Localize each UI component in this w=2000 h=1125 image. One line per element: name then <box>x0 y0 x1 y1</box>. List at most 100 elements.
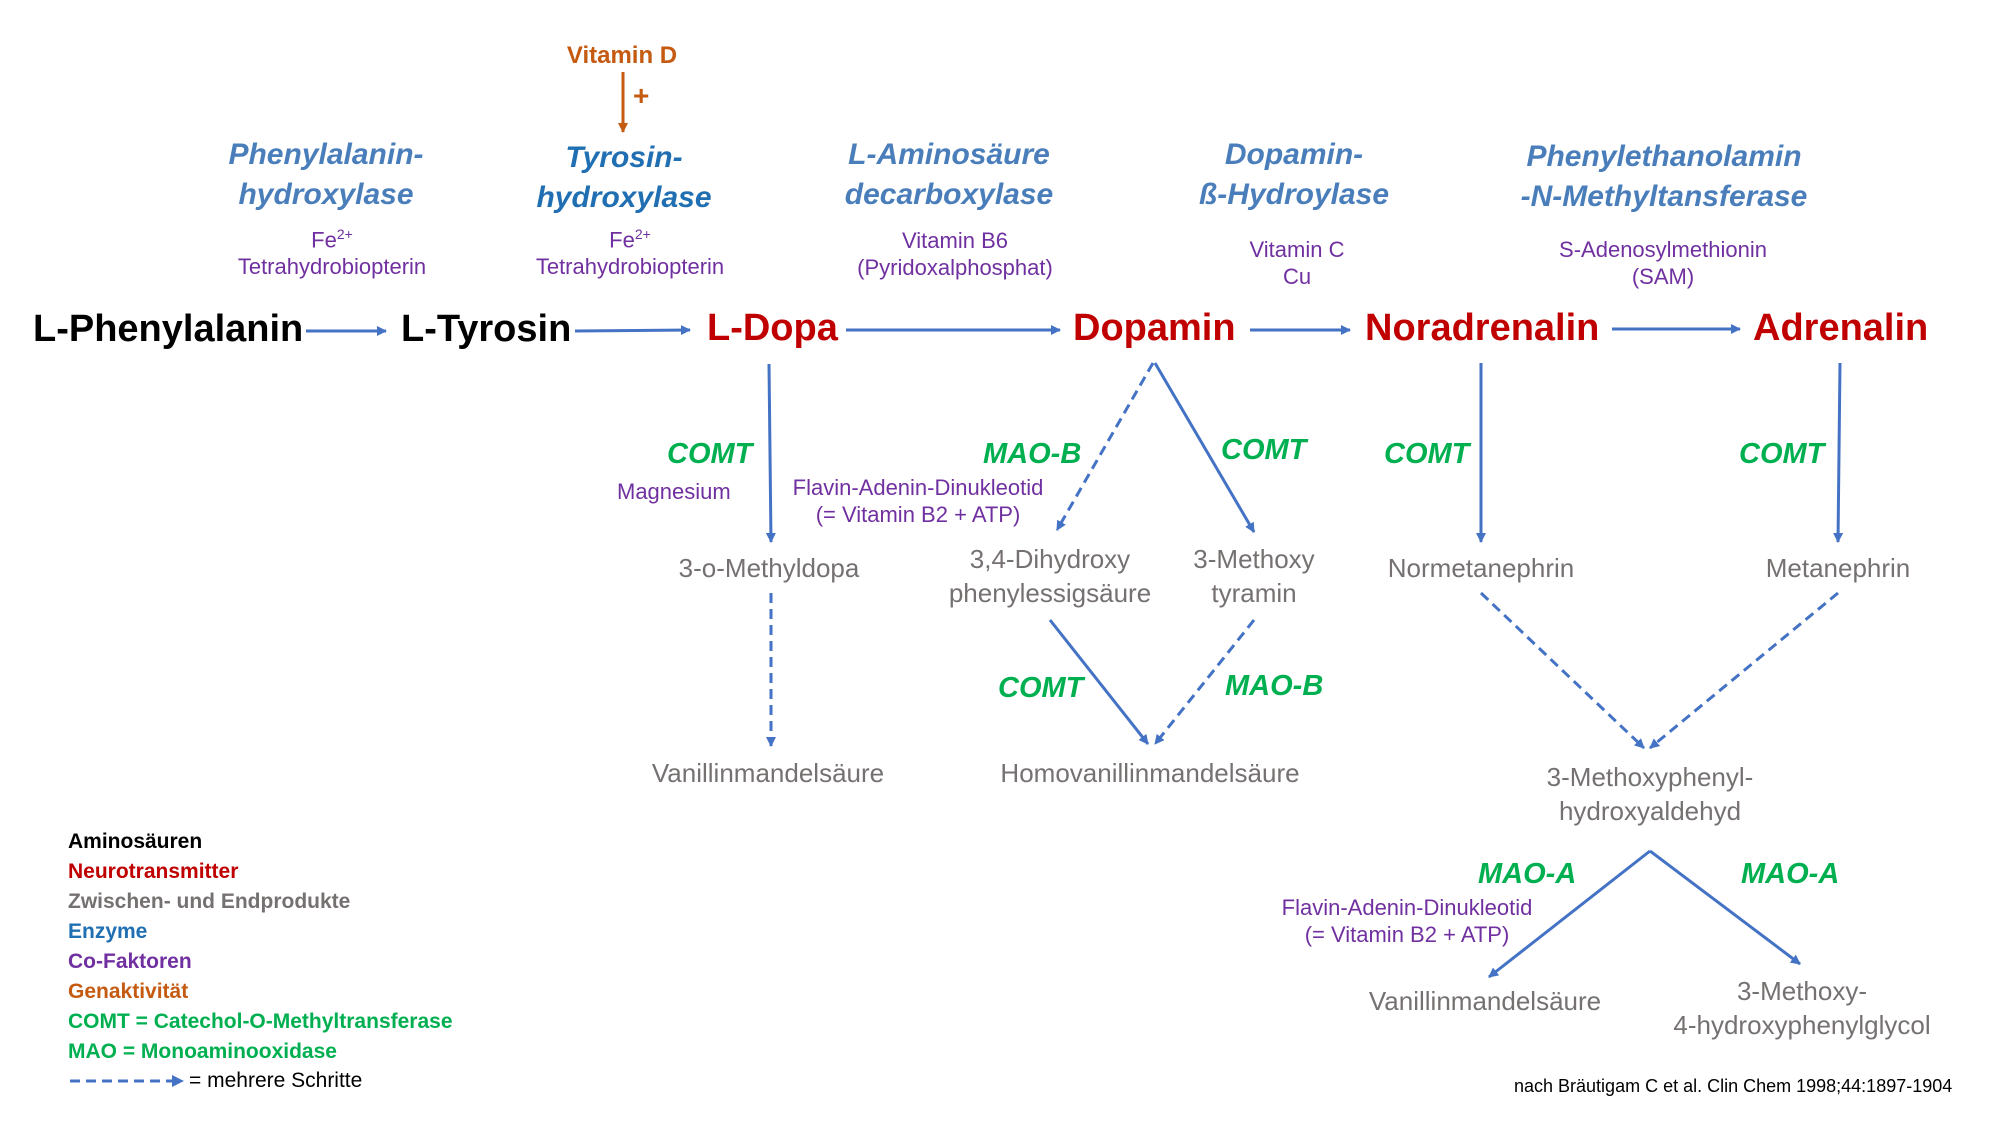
degradation-enzyme-comt-noradrenaline: COMT <box>1384 438 1470 470</box>
intermediate-3-o-methyldopa: 3-o-Methyldopa <box>678 553 860 583</box>
cofactor-pah-name: Tetrahydrobiopterin <box>237 254 427 280</box>
end-product-homovanillinmandelsaeure: Homovanillinmandelsäure <box>1000 758 1300 788</box>
intermediate-dopac-line1: 3,4-Dihydroxy <box>969 544 1131 574</box>
enzyme-aadc-line2: decarboxylase <box>844 178 1054 211</box>
enzyme-pah-line1: Phenylalanin- <box>228 138 424 171</box>
enzyme-dbh-line2: ß-Hydroylase <box>1198 178 1390 211</box>
amino-acid-tyrosine: L-Tyrosin <box>401 308 572 350</box>
neurotransmitter-dopamine: Dopamin <box>1073 307 1236 349</box>
arrow-tyr-ldopa <box>574 325 691 336</box>
cofactor-th-iron: Fe2+ <box>536 221 724 253</box>
legend-dashed-label: = mehrere Schritte <box>189 1069 363 1092</box>
arrow-dopamine-dopac <box>1055 362 1155 531</box>
degradation-enzyme-comt-dopac: COMT <box>998 672 1084 704</box>
arrow-ldopa-omd <box>765 363 776 543</box>
cofactor-fad-maoa: Flavin-Adenin-Dinukleotid (= Vitamin B2 … <box>1282 894 1533 948</box>
intermediate-mhpa-line1: 3-Methoxyphenyl- <box>1546 762 1754 792</box>
cofactor-th-name: Tetrahydrobiopterin <box>535 254 725 280</box>
intermediate-mhpa-line2: hydroxyaldehyd <box>1558 796 1742 826</box>
cofactor-th: Fe2+ Tetrahydrobiopterin <box>536 221 724 280</box>
arrow-mhpa-vma <box>1488 849 1651 979</box>
arrow-mhpa-mhpg <box>1649 849 1801 966</box>
cofactor-aadc: Vitamin B6 (Pyridoxalphosphat) <box>857 227 1053 281</box>
enzyme-pnmt-line1: Phenylethanolamin <box>1526 140 1802 173</box>
arrow-normetanephrin-mhpa <box>1479 591 1646 750</box>
intermediate-mhpg-line2: 4-hydroxyphenylglycol <box>1673 1010 1931 1040</box>
legend-cofactors: Co-Faktoren <box>68 950 192 973</box>
cofactor-pah-charge: 2+ <box>336 226 353 242</box>
degradation-enzyme-maoa-left: MAO-A <box>1478 858 1577 890</box>
degradation-enzyme-maob-mt: MAO-B <box>1225 670 1324 702</box>
cofactor-fad-maob-line2: (= Vitamin B2 + ATP) <box>815 502 1021 527</box>
degradation-enzyme-maoa-right: MAO-A <box>1741 858 1840 890</box>
cofactor-fad-maob: Flavin-Adenin-Dinukleotid (= Vitamin B2 … <box>793 474 1044 528</box>
legend-enzymes: Enzyme <box>68 920 148 943</box>
cofactor-pnmt-line1: S-Adenosylmethionin <box>1559 237 1767 262</box>
cofactor-aadc-line2: (Pyridoxalphosphat) <box>857 255 1053 280</box>
cofactor-pnmt: S-Adenosylmethionin (SAM) <box>1559 236 1767 290</box>
legend-gene-activity: Genaktivität <box>68 980 189 1003</box>
enzyme-th-line2: hydroxylase <box>536 181 712 214</box>
arrow-metanephrin-mhpa <box>1649 591 1839 750</box>
cofactor-pnmt-line2: (SAM) <box>1631 264 1695 289</box>
intermediate-dopac: 3,4-Dihydroxy phenylessigsäure <box>949 542 1151 610</box>
cofactor-aadc-line1: Vitamin B6 <box>902 228 1008 253</box>
enzyme-pah-line2: hydroxylase <box>238 178 414 211</box>
citation: nach Bräutigam C et al. Clin Chem 1998;4… <box>1514 1076 1953 1096</box>
enzyme-aadc: L-Aminosäure decarboxylase <box>845 135 1053 215</box>
cofactor-th-charge: 2+ <box>634 226 651 242</box>
enzyme-dbh-line1: Dopamin- <box>1224 138 1364 171</box>
legend-comt: COMT = Catechol-O-Methyltransferase <box>68 1010 453 1033</box>
neurotransmitter-noradrenaline: Noradrenalin <box>1365 307 1600 349</box>
enzyme-pnmt-line2: -N-Methyltansferase <box>1520 180 1808 213</box>
cofactor-magnesium: Magnesium <box>617 479 731 504</box>
degradation-enzyme-comt-ldopa: COMT <box>667 438 753 470</box>
cofactor-th-ion: Fe <box>609 227 635 253</box>
legend: Aminosäuren Neurotransmitter Zwischen- u… <box>68 827 453 1097</box>
cofactor-fad-maob-line1: Flavin-Adenin-Dinukleotid <box>792 475 1044 500</box>
amino-acid-phenylalanine: L-Phenylalanin <box>33 308 304 350</box>
legend-intermediates: Zwischen- und Endprodukte <box>68 890 351 913</box>
intermediate-mt-line1: 3-Methoxy <box>1193 544 1315 574</box>
intermediate-3-methoxytyramin: 3-Methoxy tyramin <box>1193 542 1314 610</box>
cofactor-pah: Fe2+ Tetrahydrobiopterin <box>238 221 426 280</box>
enzyme-th: Tyrosin- hydroxylase <box>536 138 711 218</box>
gene-activity-plus: + <box>633 80 650 111</box>
enzyme-aadc-line1: L-Aminosäure <box>848 138 1050 171</box>
end-product-vanillinmandelsaeure-bottom: Vanillinmandelsäure <box>1368 986 1602 1016</box>
vitamin-d-label: Vitamin D <box>566 42 678 69</box>
cofactor-dbh-line2: Cu <box>1282 264 1312 289</box>
intermediate-mt-line2: tyramin <box>1211 578 1297 608</box>
degradation-enzyme-comt-adrenaline: COMT <box>1739 438 1825 470</box>
intermediate-dopac-line2: phenylessigsäure <box>948 578 1152 608</box>
degradation-enzyme-comt-dopamine: COMT <box>1221 434 1307 466</box>
dashed-arrow-icon <box>70 1075 184 1087</box>
end-product-mhpg: 3-Methoxy- 4-hydroxyphenylglycol <box>1673 974 1930 1042</box>
arrow-dopac-hva <box>1048 619 1150 745</box>
legend-amino-acids: Aminosäuren <box>68 830 203 853</box>
legend-dashed-row: = mehrere Schritte <box>68 1067 453 1097</box>
arrow-adrenaline-metanephrin <box>1833 362 1844 543</box>
arrow-mt-hva <box>1153 619 1256 745</box>
cofactor-fad-maoa-line1: Flavin-Adenin-Dinukleotid <box>1281 895 1533 920</box>
intermediate-normetanephrin: Normetanephrin <box>1387 553 1575 583</box>
enzyme-pah: Phenylalanin- hydroxylase <box>228 135 423 215</box>
intermediate-mhpg-line1: 3-Methoxy- <box>1736 976 1868 1006</box>
neurotransmitter-ldopa: L-Dopa <box>707 307 838 349</box>
enzyme-pnmt: Phenylethanolamin -N-Methyltansferase <box>1521 137 1808 217</box>
arrow-dopamine-mt <box>1153 362 1256 533</box>
cofactor-dbh: Vitamin C Cu <box>1250 236 1345 290</box>
legend-mao: MAO = Monoaminooxidase <box>68 1040 337 1063</box>
intermediate-mhpa: 3-Methoxyphenyl- hydroxyaldehyd <box>1547 760 1754 828</box>
cofactor-pah-ion: Fe <box>311 227 337 253</box>
intermediate-metanephrin: Metanephrin <box>1765 553 1911 583</box>
legend-neurotransmitter: Neurotransmitter <box>68 860 239 883</box>
degradation-enzyme-maob-dopamine: MAO-B <box>983 438 1082 470</box>
cofactor-pah-iron: Fe2+ <box>238 221 426 253</box>
end-product-vanillinmandelsaeure-left: Vanillinmandelsäure <box>651 758 885 788</box>
enzyme-th-line1: Tyrosin- <box>565 141 683 174</box>
neurotransmitter-adrenaline: Adrenalin <box>1753 307 1929 349</box>
cofactor-dbh-line1: Vitamin C <box>1249 237 1345 262</box>
enzyme-dbh: Dopamin- ß-Hydroylase <box>1199 135 1389 215</box>
